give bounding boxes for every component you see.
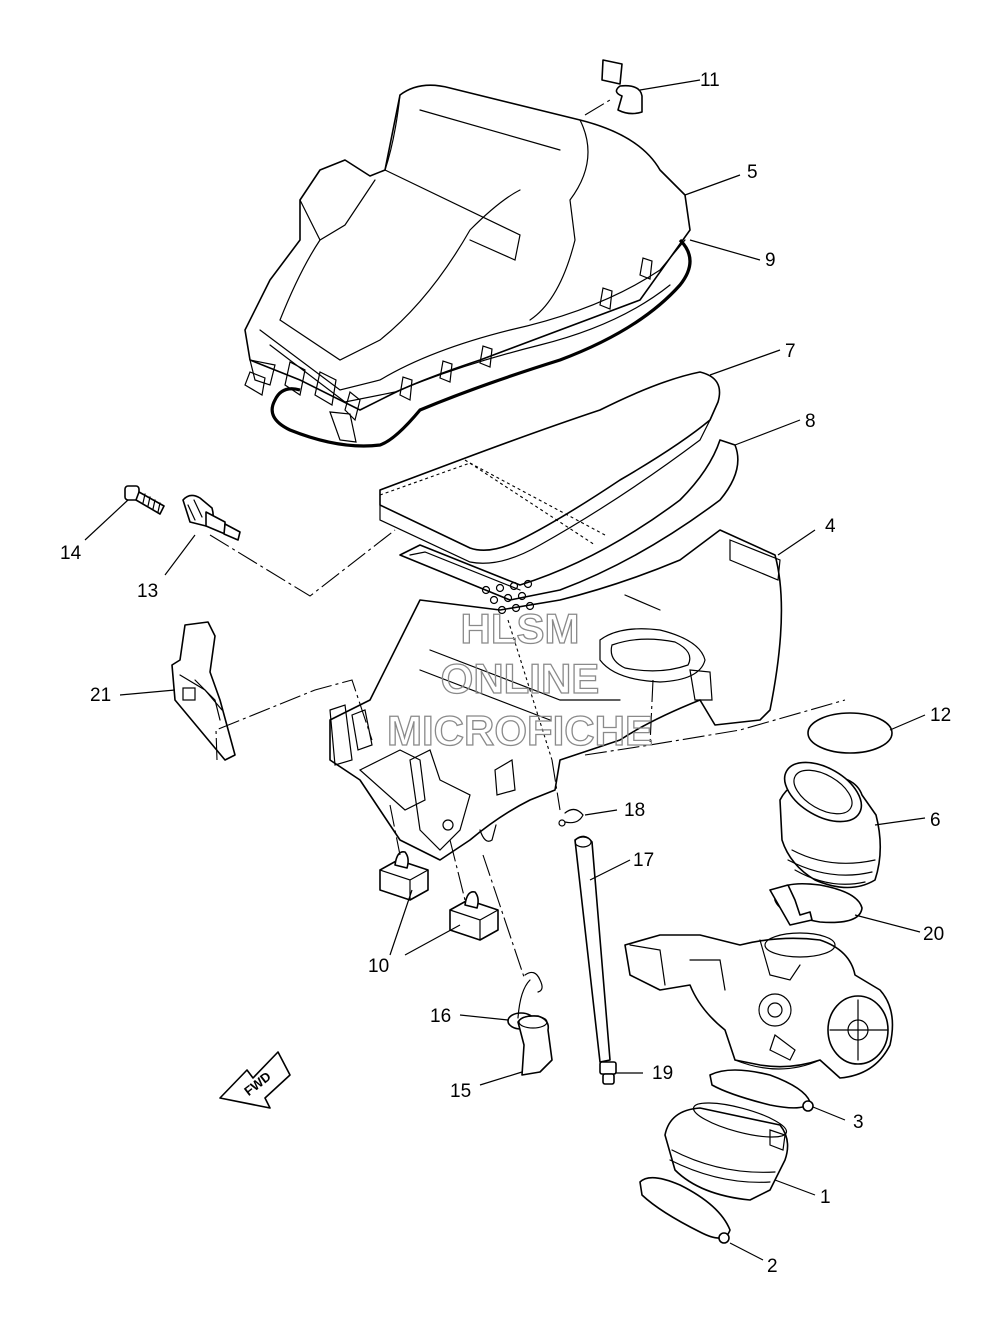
callout-21: 21	[90, 685, 111, 706]
callout-4: 4	[825, 516, 836, 537]
part-21-bracket	[171, 621, 236, 761]
callout-19: 19	[652, 1063, 673, 1084]
callout-6: 6	[930, 810, 941, 831]
leader-lines	[84, 79, 926, 1261]
part-18-clip	[558, 808, 584, 827]
callout-5: 5	[747, 162, 758, 183]
callout-15: 15	[450, 1081, 471, 1102]
part-10-mounts	[379, 850, 499, 941]
arrow-left-icon	[219, 1051, 291, 1109]
throttle-body	[624, 932, 894, 1079]
part-5-cover	[244, 84, 691, 443]
part-3-clamp	[709, 1069, 814, 1112]
callout-3: 3	[853, 1112, 864, 1133]
fwd-direction-badge: FWD	[219, 1051, 291, 1109]
callout-8: 8	[805, 411, 816, 432]
part-2-clamp	[639, 1176, 731, 1244]
part-11-label	[601, 59, 643, 115]
callout-7: 7	[785, 341, 796, 362]
case-vent-holes	[481, 579, 535, 615]
callout-16: 16	[430, 1006, 451, 1027]
part-8-seal	[399, 439, 739, 601]
part-7-filter	[379, 371, 721, 564]
callout-2: 2	[767, 1256, 778, 1277]
part-20-clamp	[769, 882, 863, 926]
part-12-oring	[807, 712, 893, 754]
watermark: HLSM ONLINE MICROFICHE	[386, 604, 653, 754]
part-19-plug	[599, 1061, 617, 1085]
part-9-seal	[270, 238, 692, 448]
part-4-case	[329, 529, 783, 861]
part-14-screw	[124, 485, 165, 515]
callout-17: 17	[633, 850, 654, 871]
assembly-lines	[209, 99, 846, 981]
part-13-fitting	[182, 494, 241, 541]
callout-13: 13	[137, 581, 158, 602]
watermark-line-2: ONLINE	[441, 655, 600, 702]
callout-18: 18	[624, 800, 645, 821]
watermark-line-1: HLSM	[461, 605, 580, 652]
callout-20: 20	[923, 924, 944, 945]
callout-10: 10	[368, 956, 389, 977]
callout-14: 14	[60, 543, 82, 564]
callout-labels: 11 5 9 7 8 4 14 13 21 12 18 6 17 20 10 1…	[60, 70, 951, 1277]
callout-1: 1	[820, 1187, 831, 1208]
part-17-hose	[574, 835, 611, 1063]
part-1-joint	[664, 1102, 789, 1201]
part-6-joint	[779, 761, 882, 889]
callout-9: 9	[765, 250, 776, 271]
callout-12: 12	[930, 705, 951, 726]
part-15-pipe	[517, 1015, 553, 1076]
watermark-line-3: MICROFICHE	[387, 707, 653, 754]
callout-11: 11	[700, 70, 720, 91]
